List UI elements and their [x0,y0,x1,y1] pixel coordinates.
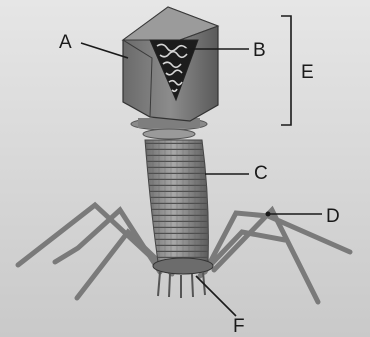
leader-line-f [196,276,236,316]
capsid-head [123,7,218,121]
label-e: E [301,63,314,82]
label-c: C [254,164,268,183]
label-a: A [59,33,72,52]
label-d-dot [266,212,271,217]
leader-line-a [81,43,128,58]
label-d: D [326,207,340,226]
tail-sheath [145,140,208,262]
base-plate [153,258,213,298]
collar [131,118,207,139]
label-f: F [233,317,245,336]
bracket-e [281,16,291,125]
label-b: B [253,41,266,60]
